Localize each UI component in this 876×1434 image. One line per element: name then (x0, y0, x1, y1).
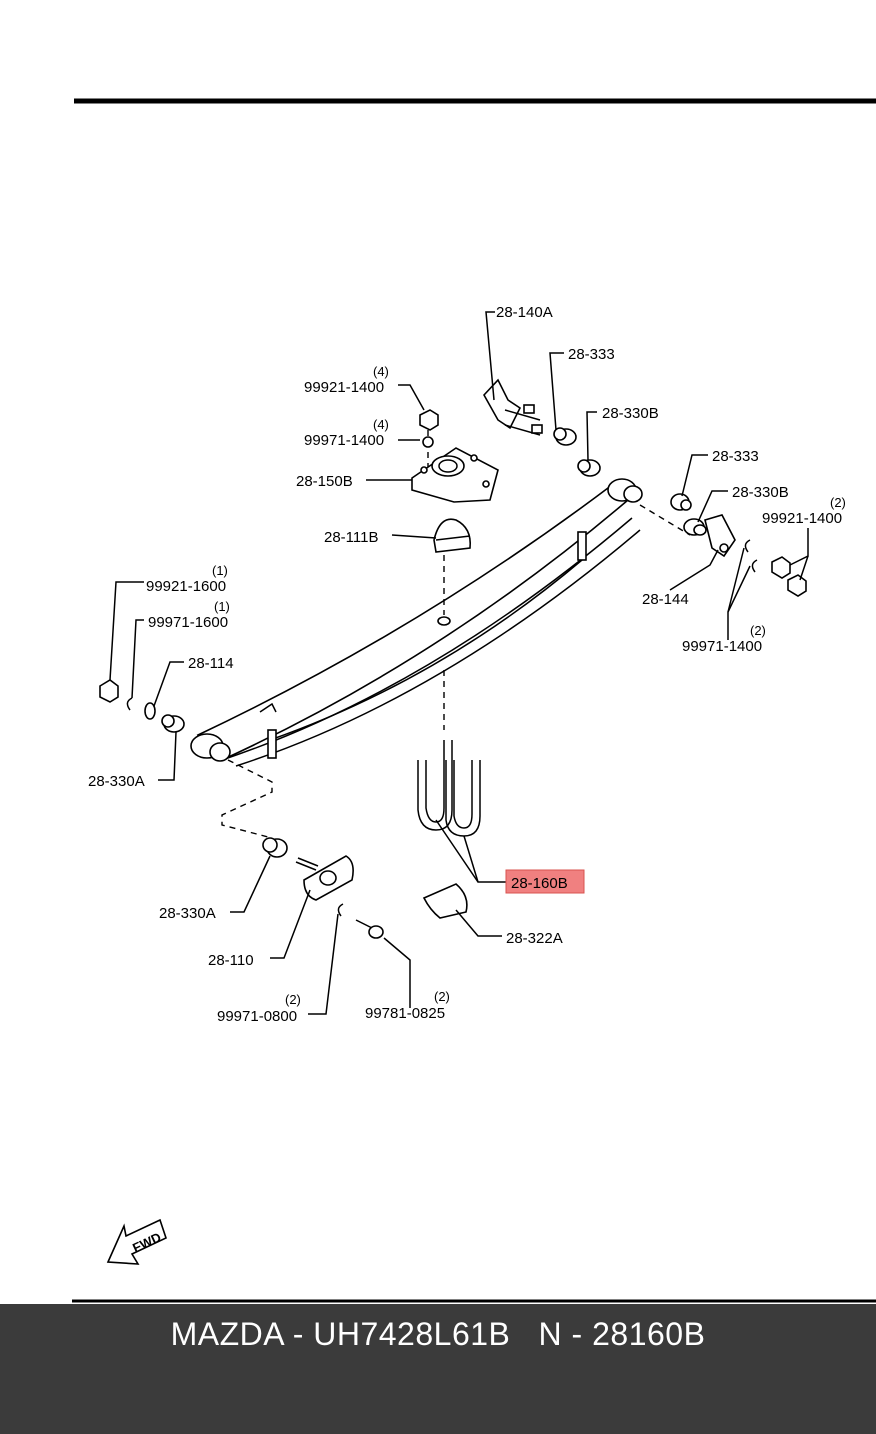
label-28-114: 28-114 (188, 655, 234, 672)
parts-diagram: 28-140A 28-333 28-330B (4) 99921-1400 (4… (72, 98, 876, 1303)
leader-lines (109, 311, 809, 1015)
qty-99971-1400-top: (4) (373, 417, 389, 432)
label-28-333-top: 28-333 (568, 346, 615, 363)
qty-99781-0825: (2) (434, 989, 450, 1004)
plate-28-322A (422, 883, 468, 919)
qty-99921-1400-rear: (2) (830, 495, 846, 510)
qty-99921-1600: (1) (212, 563, 228, 578)
label-28-150B: 28-150B (296, 473, 353, 490)
u-bolts-28-160B (417, 740, 481, 837)
label-99971-1600: 99971-1600 (148, 614, 228, 631)
label-28-144: 28-144 (642, 591, 689, 608)
fwd-arrow-icon: FWD (106, 1218, 167, 1265)
qty-99971-1400-rear: (2) (750, 623, 766, 638)
shackle-plate-28-110 (295, 855, 354, 901)
label-99781-0825: 99781-0825 (365, 1005, 445, 1022)
label-99921-1400-top: 99921-1400 (304, 379, 384, 396)
leaf-spring (190, 478, 643, 767)
bracket-plate-28-150B (411, 447, 499, 503)
label-28-140A: 28-140A (496, 304, 553, 321)
label-99971-1400-rear: 99971-1400 (682, 638, 762, 655)
label-99921-1400-rear: 99921-1400 (762, 510, 842, 527)
rear-dash (639, 504, 691, 536)
bolt-99781-0825 (355, 919, 384, 939)
label-99921-1600: 99921-1600 (146, 578, 226, 595)
qty-99921-1400-top: (4) (373, 364, 389, 379)
qty-99971-0800: (2) (285, 992, 301, 1007)
label-28-330B-top: 28-330B (602, 405, 659, 422)
bushing-28-330B-top (577, 459, 601, 477)
label-28-160B[interactable]: 28-160B (511, 875, 568, 892)
bushing-28-330A-lower (262, 837, 288, 858)
footer-bar: MAZDA - UH7428L61B N - 28160B (0, 1304, 876, 1434)
label-28-330B-rear: 28-330B (732, 484, 789, 501)
label-28-111B: 28-111B (324, 529, 379, 546)
label-28-322A: 28-322A (506, 930, 563, 947)
highlight-28-160B (505, 869, 585, 894)
label-28-330A-front: 28-330A (88, 773, 145, 790)
bumper-28-111B (433, 518, 472, 553)
bushing-28-333-top (553, 427, 577, 446)
label-28-330A-lower: 28-330A (159, 905, 216, 922)
label-28-333-rear: 28-333 (712, 448, 759, 465)
rear-shackle-parts (670, 493, 807, 597)
front-shackle-dash (221, 759, 273, 839)
label-28-110: 28-110 (208, 952, 254, 969)
nut-99921-1400-top (419, 409, 439, 431)
label-99971-0800: 99971-0800 (217, 1008, 297, 1025)
washer-99971-1400-top (422, 436, 434, 448)
front-shackle-parts (99, 679, 185, 733)
footer-part-number: MAZDA - UH7428L61B N - 28160B (170, 1316, 706, 1352)
washer-99971-0800 (337, 903, 344, 917)
qty-99971-1600: (1) (214, 599, 230, 614)
label-99971-1400-top: 99971-1400 (304, 432, 384, 449)
